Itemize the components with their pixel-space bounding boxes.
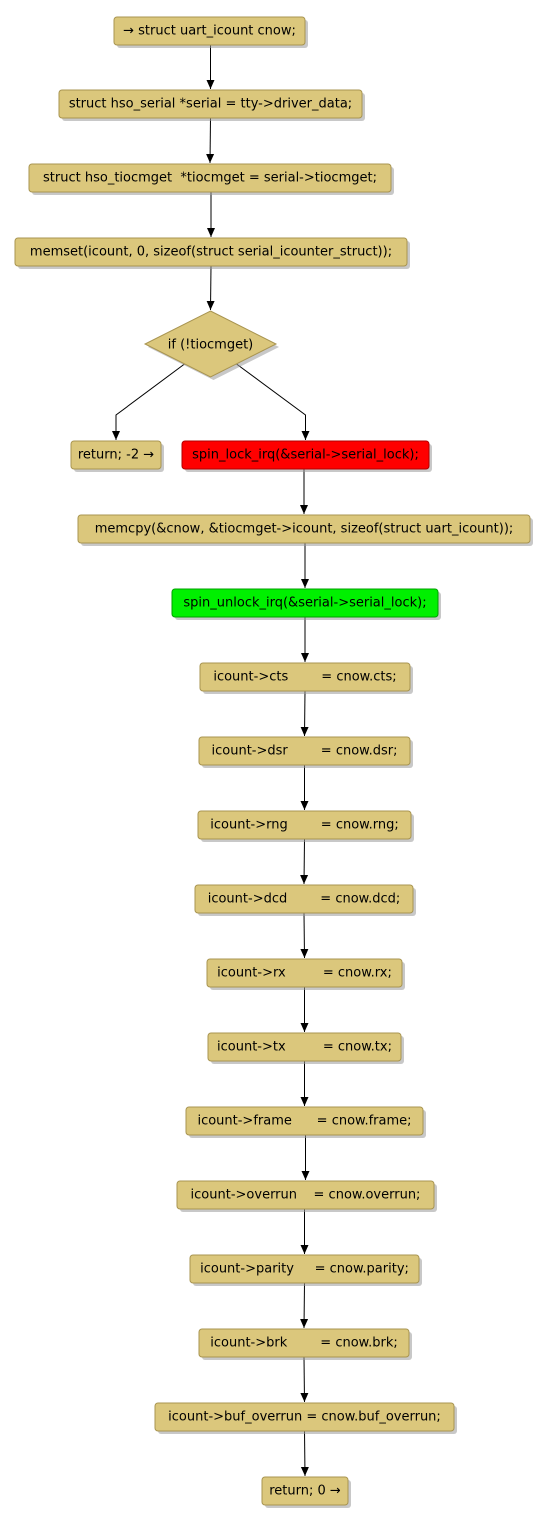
node-label: icount->parity = cnow.parity; xyxy=(200,1262,409,1277)
node-label: return; 0 → xyxy=(269,1484,341,1499)
node-box xyxy=(194,884,414,914)
node-box xyxy=(70,440,162,470)
decision-diamond xyxy=(143,310,278,378)
node-label: icount->dcd = cnow.dcd; xyxy=(208,892,401,907)
node-label: icount->cts = cnow.cts; xyxy=(213,670,396,685)
node-box xyxy=(207,1032,402,1062)
node-icount-frame-cnow-frame: icount->frame = cnow.frame; xyxy=(185,1106,426,1138)
node-icount-rng-cnow-rng: icount->rng = cnow.rng; xyxy=(197,810,414,842)
node-icount-tx-cnow-tx: icount->tx = cnow.tx; xyxy=(207,1032,404,1064)
node-struct-hso-serial-serial-tty-driver-data: struct hso_serial *serial = tty->driver_… xyxy=(58,89,365,121)
edge-n4-to-n5 xyxy=(206,265,215,311)
node-label: memset(icount, 0, sizeof(struct serial_i… xyxy=(30,245,392,260)
node-box xyxy=(197,810,412,840)
node-box xyxy=(181,440,430,470)
node-struct-uart-icount-cnow: → struct uart_icount cnow; xyxy=(113,16,308,48)
node-box xyxy=(77,514,531,544)
node-memset-icount-0-sizeof-struct-serial-ico: memset(icount, 0, sizeof(struct serial_i… xyxy=(14,237,410,269)
node-box xyxy=(206,958,403,988)
edges xyxy=(112,45,310,1477)
node-box xyxy=(261,1476,349,1506)
node-box xyxy=(14,237,408,267)
node-box xyxy=(199,662,411,692)
edge-n10-to-n11 xyxy=(300,690,309,737)
node-box xyxy=(185,1106,424,1136)
node-label: return; -2 → xyxy=(78,448,154,463)
node-spin-unlock-irq-serial-serial-lock: spin_unlock_irq(&serial->serial_lock); xyxy=(171,588,441,620)
nodes: → struct uart_icount cnow; struct hso_ser… xyxy=(14,16,533,1508)
node-label: icount->dsr = cnow.dsr; xyxy=(212,744,398,759)
node-box xyxy=(58,89,363,119)
node-icount-parity-cnow-parity: icount->parity = cnow.parity; xyxy=(189,1254,422,1286)
node-box xyxy=(28,163,392,193)
node-label: icount->rng = cnow.rng; xyxy=(210,818,398,833)
node-box xyxy=(198,1328,410,1358)
node-icount-buf-overrun-cnow-buf-overrun: icount->buf_overrun = cnow.buf_overrun; xyxy=(154,1402,457,1434)
node-memcpy-cnow-tiocmget-icount-sizeof-struc: memcpy(&cnow, &tiocmget->icount, sizeof(… xyxy=(77,514,533,546)
node-label: spin_unlock_irq(&serial->serial_lock); xyxy=(183,596,426,611)
edge-n18-to-n19 xyxy=(300,1282,309,1329)
node-box xyxy=(176,1180,435,1210)
edge-n2-to-n3 xyxy=(206,117,215,164)
node-label: icount->overrun = cnow.overrun; xyxy=(191,1188,421,1203)
node-label: icount->frame = cnow.frame; xyxy=(197,1114,411,1129)
node-label: spin_lock_irq(&serial->serial_lock); xyxy=(192,448,419,463)
node-box xyxy=(154,1402,455,1432)
node-label: struct hso_tiocmget *tiocmget = serial->… xyxy=(43,171,377,186)
node-box xyxy=(189,1254,420,1284)
node-spin-lock-irq-serial-serial-lock: spin_lock_irq(&serial->serial_lock); xyxy=(181,440,432,472)
node-label: if (!tiocmget) xyxy=(168,338,254,353)
node-label: icount->tx = cnow.tx; xyxy=(217,1040,392,1055)
node-label: → struct uart_icount cnow; xyxy=(123,24,296,39)
node-if-tiocmget: if (!tiocmget) xyxy=(143,310,279,380)
node-icount-brk-cnow-brk: icount->brk = cnow.brk; xyxy=(198,1328,412,1360)
node-label: icount->brk = cnow.brk; xyxy=(210,1336,398,1351)
edge-n12-to-n13 xyxy=(300,838,309,885)
node-label: memcpy(&cnow, &tiocmget->icount, sizeof(… xyxy=(95,522,514,537)
node-icount-overrun-cnow-overrun: icount->overrun = cnow.overrun; xyxy=(176,1180,437,1212)
edge-n19-to-n20 xyxy=(300,1356,309,1403)
node-return-0: return; 0 → xyxy=(261,1476,351,1508)
edge-n13-to-n14 xyxy=(300,912,309,959)
node-icount-dsr-cnow-dsr: icount->dsr = cnow.dsr; xyxy=(198,736,413,768)
node-icount-dcd-cnow-dcd: icount->dcd = cnow.dcd; xyxy=(194,884,416,916)
edge-n5-to-n6 xyxy=(112,360,189,440)
node-box xyxy=(198,736,411,766)
edge-n20-to-n21 xyxy=(300,1430,309,1477)
node-label: icount->rx = cnow.rx; xyxy=(217,966,392,981)
node-return-2: return; -2 → xyxy=(70,440,164,472)
node-label: struct hso_serial *serial = tty->driver_… xyxy=(69,97,352,112)
node-icount-cts-cnow-cts: icount->cts = cnow.cts; xyxy=(199,662,413,694)
edge-n5-to-n7 xyxy=(232,360,310,440)
node-label: icount->buf_overrun = cnow.buf_overrun; xyxy=(168,1410,441,1425)
node-box xyxy=(171,588,439,618)
node-box xyxy=(113,16,306,46)
node-struct-hso-tiocmget-tiocmget-serial-tioc: struct hso_tiocmget *tiocmget = serial->… xyxy=(28,163,394,195)
node-icount-rx-cnow-rx: icount->rx = cnow.rx; xyxy=(206,958,405,990)
